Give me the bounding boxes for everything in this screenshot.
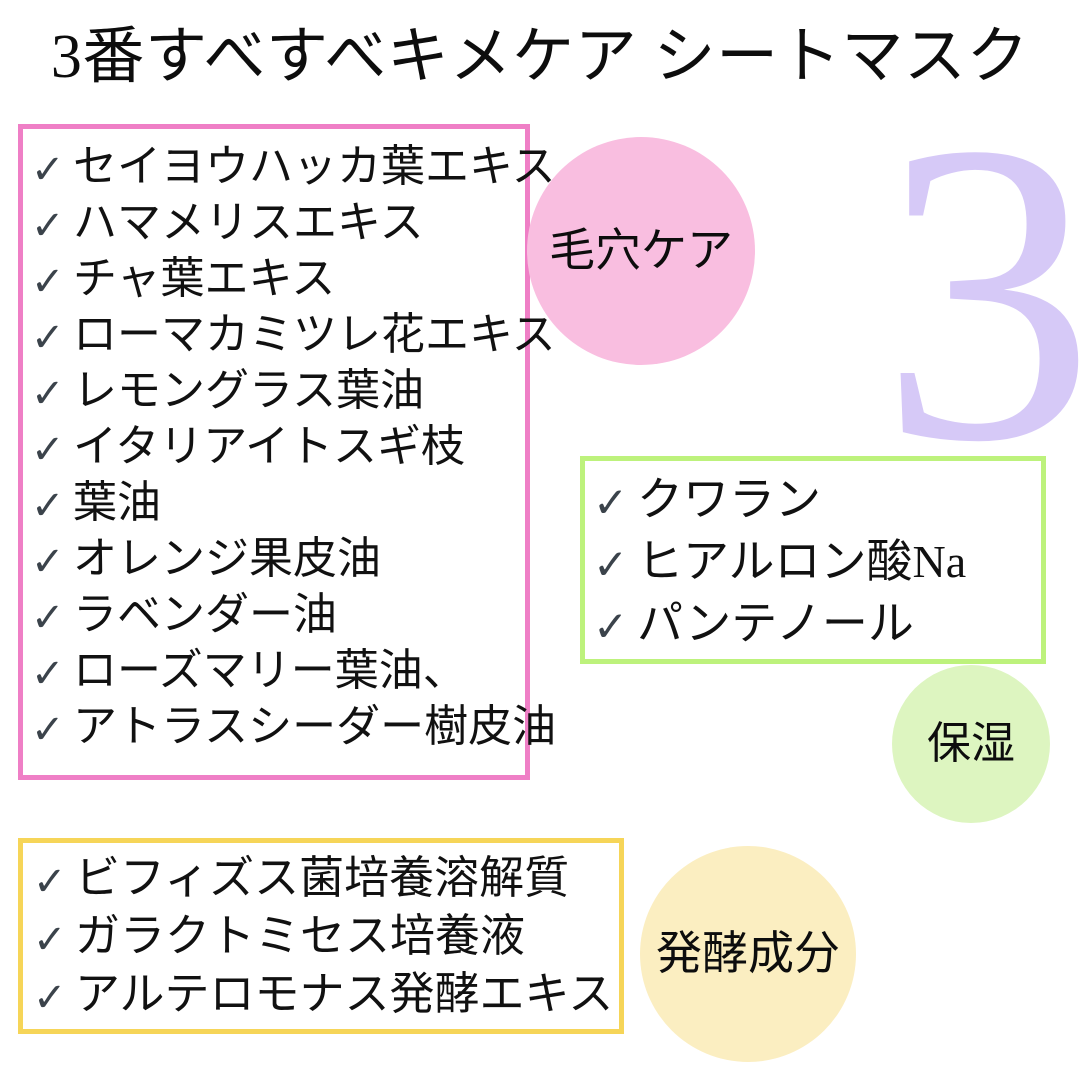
check-icon: ✓ — [31, 595, 65, 641]
list-item: ✓ クワラン — [593, 469, 1041, 531]
ingredient-label: アトラスシーダー樹皮油 — [73, 702, 557, 751]
list-item: ✓ イタリアイトスギ枝 — [31, 419, 525, 475]
check-icon: ✓ — [31, 707, 65, 753]
fermented-ingredient-box: ✓ ビフィズス菌培養溶解質 ✓ ガラクトミセス培養液 ✓ アルテロモナス発酵エキ… — [18, 838, 624, 1034]
check-icon: ✓ — [593, 602, 629, 651]
list-item: ✓ ビフィズス菌培養溶解質 — [33, 849, 619, 907]
check-icon: ✓ — [31, 203, 65, 249]
category-label: 毛穴ケア — [549, 225, 733, 276]
check-icon: ✓ — [31, 259, 65, 305]
check-icon: ✓ — [31, 539, 65, 585]
list-item: ✓ アトラスシーダー樹皮油 — [31, 699, 556, 755]
list-item: ✓ チャ葉エキス — [31, 251, 525, 307]
page-title: 3番すべすべキメケア シートマスク — [50, 23, 1030, 91]
check-icon: ✓ — [31, 315, 65, 361]
ingredient-label: 葉油 — [73, 478, 161, 527]
ingredient-label: ラベンダー油 — [73, 590, 337, 639]
list-item: ✓ ガラクトミセス培養液 — [33, 907, 619, 965]
fermented-ingredient-list: ✓ ビフィズス菌培養溶解質 ✓ ガラクトミセス培養液 ✓ アルテロモナス発酵エキ… — [23, 843, 619, 1023]
list-item: ✓ ヒアルロン酸Na — [593, 531, 1041, 593]
ingredient-label: ローマカミツレ花エキス — [73, 310, 556, 359]
check-icon: ✓ — [31, 427, 65, 473]
check-icon: ✓ — [31, 371, 65, 417]
category-badge-fermented: 発酵成分 — [640, 846, 856, 1062]
check-icon: ✓ — [33, 917, 67, 963]
list-item: ✓ アルテロモナス発酵エキス — [33, 965, 619, 1023]
ingredient-label: アルテロモナス発酵エキス — [75, 969, 614, 1019]
ingredient-label: クワラン — [637, 474, 821, 525]
ingredient-label: ヒアルロン酸Na — [637, 536, 967, 587]
moisture-ingredient-box: ✓ クワラン ✓ ヒアルロン酸Na ✓ パンテノール — [580, 456, 1046, 664]
ingredient-label: ローズマリー葉油、 — [73, 646, 467, 695]
ingredient-label: ガラクトミセス培養液 — [75, 911, 526, 961]
list-item: ✓ ローズマリー葉油、 — [31, 643, 525, 699]
list-item: ✓ ラベンダー油 — [31, 587, 525, 643]
ingredient-label: セイヨウハッカ葉エキス — [73, 142, 556, 191]
check-icon: ✓ — [31, 651, 65, 697]
category-badge-pore-care: 毛穴ケア — [527, 137, 755, 365]
ingredient-label: チャ葉エキス — [73, 254, 336, 303]
list-item: ✓ オレンジ果皮油 — [31, 531, 525, 587]
ingredient-label: パンテノール — [637, 598, 914, 649]
check-icon: ✓ — [31, 147, 65, 193]
list-item: ✓ 葉油 — [31, 475, 525, 531]
pore-care-ingredient-list: ✓ セイヨウハッカ葉エキス ✓ ハマメリスエキス ✓ チャ葉エキス ✓ ローマカ… — [23, 129, 556, 755]
check-icon: ✓ — [33, 975, 67, 1021]
pore-care-ingredient-box: ✓ セイヨウハッカ葉エキス ✓ ハマメリスエキス ✓ チャ葉エキス ✓ ローマカ… — [18, 124, 556, 780]
ingredient-label: レモングラス葉油 — [73, 366, 425, 415]
category-label: 保湿 — [927, 719, 1015, 768]
list-item: ✓ セイヨウハッカ葉エキス — [31, 139, 556, 195]
list-item: ✓ パンテノール — [593, 593, 1041, 655]
ingredient-label: イタリアイトスギ枝 — [73, 422, 466, 471]
ingredient-label: オレンジ果皮油 — [73, 534, 381, 583]
moisture-ingredient-list: ✓ クワラン ✓ ヒアルロン酸Na ✓ パンテノール — [585, 461, 1041, 655]
ingredient-label: ハマメリスエキス — [73, 198, 424, 247]
step-number: 3 — [880, 55, 1080, 531]
check-icon: ✓ — [31, 483, 65, 529]
list-item: ✓ ハマメリスエキス — [31, 195, 525, 251]
check-icon: ✓ — [593, 478, 629, 527]
check-icon: ✓ — [33, 859, 67, 905]
ingredient-label: ビフィズス菌培養溶解質 — [75, 853, 570, 903]
list-item: ✓ レモングラス葉油 — [31, 363, 525, 419]
check-icon: ✓ — [593, 540, 629, 589]
category-label: 発酵成分 — [656, 928, 840, 979]
list-item: ✓ ローマカミツレ花エキス — [31, 307, 556, 363]
category-badge-moisture: 保湿 — [892, 665, 1050, 823]
